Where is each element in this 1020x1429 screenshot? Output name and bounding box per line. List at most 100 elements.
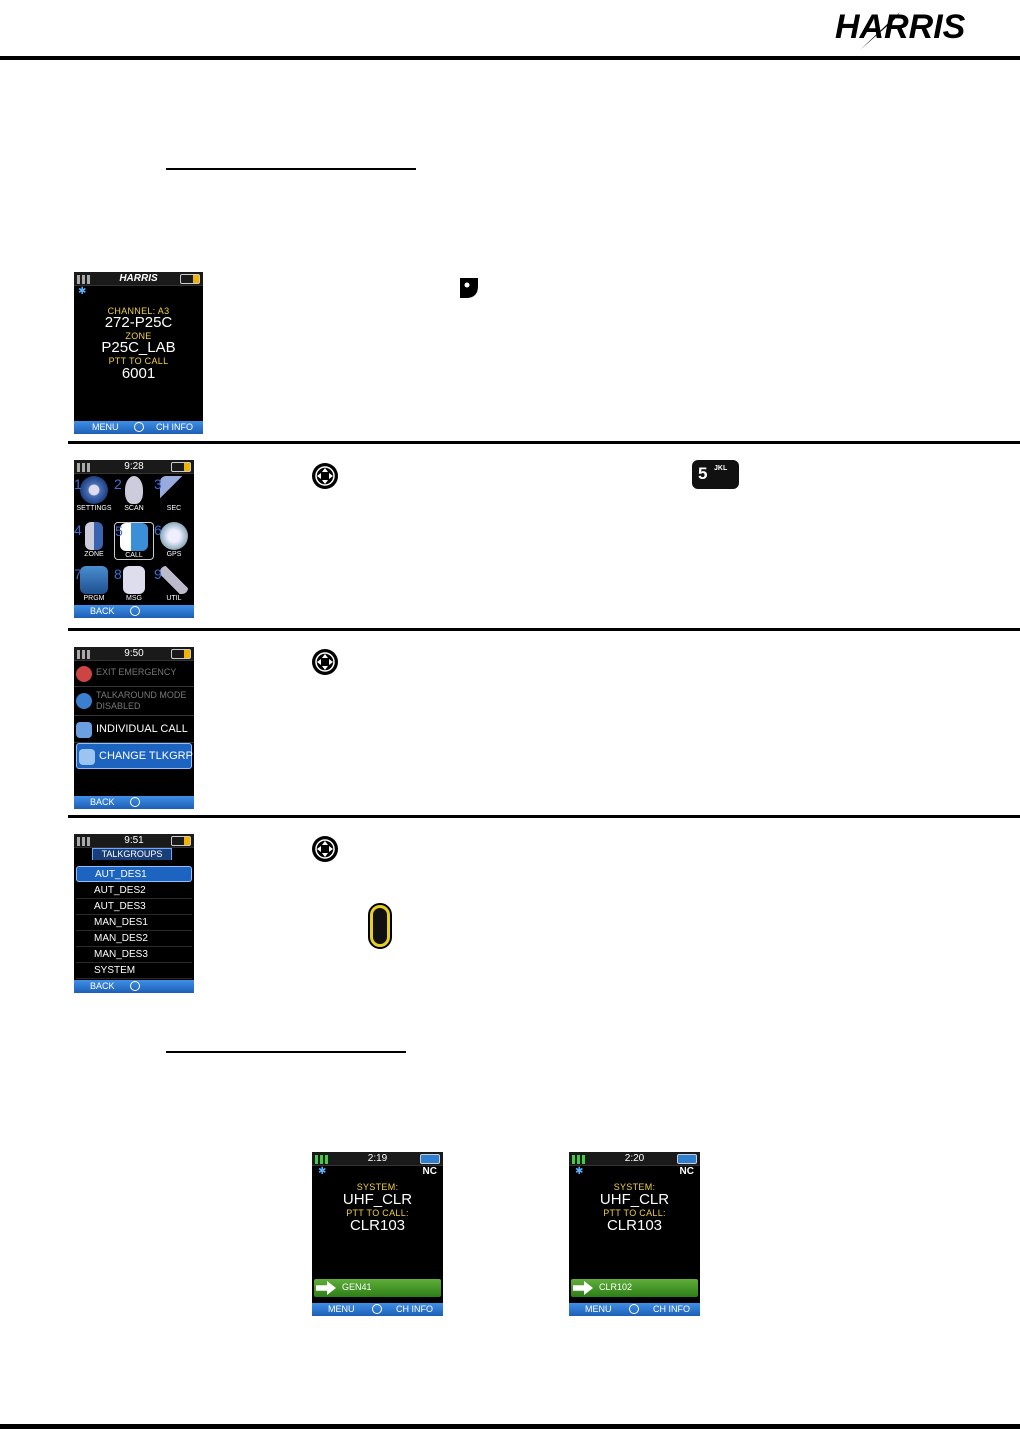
softkey-bar: BACK <box>74 796 194 809</box>
softkey-bar: MENU CH INFO <box>569 1303 700 1316</box>
channel-label: CHANNEL: A3 <box>107 306 170 316</box>
softkey-left: BACK <box>90 797 115 807</box>
talkgroup-row: AUT_DES1 <box>76 866 192 882</box>
signal-icon <box>77 650 93 659</box>
screen-logo: HARRIS <box>119 273 158 284</box>
nav-icon <box>130 797 140 807</box>
row-separator <box>68 441 1020 444</box>
softkey-bar: MENU CH INFO <box>312 1303 443 1316</box>
nav-icon <box>134 422 144 432</box>
softkey-right: CH INFO <box>156 422 193 432</box>
menu-row-talkaround: TALKAROUND MODE DISABLED <box>74 688 194 716</box>
navigation-pad-icon <box>312 836 338 862</box>
menu-item-msg: 8 MSG <box>114 566 154 602</box>
bluetooth-icon: ✱ <box>318 1166 327 1177</box>
menu-item-settings: 1 SETTINGS <box>74 476 112 512</box>
row-separator <box>68 815 1020 818</box>
softkey-bar: BACK <box>74 980 194 993</box>
signal-icon <box>315 1155 331 1164</box>
incoming-caller-bar: CLR102 <box>571 1279 698 1297</box>
battery-icon <box>171 836 191 846</box>
battery-icon <box>420 1154 440 1164</box>
call-icon <box>120 523 148 551</box>
status-bar: HARRIS <box>74 272 203 286</box>
menu-item-util: 9 UTIL <box>154 566 194 602</box>
menu-row-exit-emergency: EXIT EMERGENCY <box>74 661 194 687</box>
row-separator <box>68 628 1020 631</box>
gear-icon <box>80 476 108 504</box>
clock: 9:28 <box>124 461 144 472</box>
arrow-icon <box>316 1281 336 1295</box>
folder-icon <box>80 566 108 594</box>
message-icon <box>123 566 145 594</box>
bluetooth-icon: ✱ <box>575 1166 584 1177</box>
scan-icon <box>125 476 143 504</box>
zone-label: ZONE <box>125 331 152 341</box>
nav-icon <box>130 981 140 991</box>
system-value: UHF_CLR <box>342 1191 413 1208</box>
arrow-icon <box>573 1281 593 1295</box>
ptt-value: CLR103 <box>606 1217 663 1234</box>
softkey-right: CH INFO <box>396 1304 433 1314</box>
caller-id: CLR102 <box>599 1282 633 1292</box>
menu-item-scan: 2 SCAN <box>114 476 144 512</box>
menu-row-individual-call: INDIVIDUAL CALL <box>74 717 194 743</box>
talkaround-icon <box>76 693 92 709</box>
status-nc: NC <box>422 1166 437 1177</box>
talkgroup-row: SYSTEM <box>76 963 192 979</box>
menu-item-prgm: 7 PRGM <box>74 566 114 602</box>
ptt-value: 6001 <box>121 365 156 382</box>
softkey-right: CH INFO <box>653 1304 690 1314</box>
battery-icon <box>677 1154 697 1164</box>
clock: 2:20 <box>624 1153 645 1164</box>
ptt-label: PTT TO CALL <box>108 356 169 366</box>
softkey-left: BACK <box>90 606 115 616</box>
battery-icon <box>171 462 191 472</box>
zone-value: P25C_LAB <box>101 339 176 356</box>
softkey-bar: MENU CH INFO <box>74 421 203 434</box>
section-heading-underline <box>166 168 416 170</box>
system-label: SYSTEM: <box>613 1182 656 1192</box>
clock: 9:50 <box>124 648 144 659</box>
globe-icon <box>160 522 188 550</box>
signal-icon <box>77 463 93 472</box>
nav-icon <box>130 606 140 616</box>
emergency-icon <box>76 666 92 682</box>
zone-icon <box>85 522 103 550</box>
bluetooth-icon: ✱ <box>78 286 87 297</box>
radio-screen-talkgroups: 9:51 TALKGROUPS AUT_DES1 AUT_DES2 AUT_DE… <box>74 834 194 993</box>
menu-item-gps: 6 GPS <box>154 522 194 558</box>
ptt-label: PTT TO CALL: <box>346 1208 409 1218</box>
section-heading-underline <box>166 1051 406 1053</box>
channel-value: 272-P25C <box>104 314 173 331</box>
nav-icon <box>372 1304 382 1314</box>
battery-icon <box>171 649 191 659</box>
system-value: UHF_CLR <box>599 1191 670 1208</box>
option-button-icon <box>460 278 478 298</box>
softkey-left: BACK <box>90 981 115 991</box>
softkey-left: MENU <box>328 1304 355 1314</box>
talkgroup-row: MAN_DES1 <box>76 915 192 931</box>
person-icon <box>76 722 92 738</box>
menu-row-change-tlkgrp: CHANGE TLKGRP <box>76 743 193 769</box>
softkey-left: MENU <box>92 422 119 432</box>
battery-icon <box>180 274 200 284</box>
status-nc: NC <box>679 1166 694 1177</box>
signal-icon <box>77 837 93 846</box>
wrench-icon <box>160 566 188 594</box>
footer-rule <box>0 1424 1020 1429</box>
radio-screen-incoming-call-1: 2:19 ✱ NC SYSTEM: UHF_CLR PTT TO CALL: C… <box>312 1152 443 1316</box>
menu-item-sec: 3 SEC <box>154 476 194 512</box>
system-label: SYSTEM: <box>356 1182 399 1192</box>
talkgroup-row: AUT_DES2 <box>76 883 192 899</box>
talkgroup-row: MAN_DES3 <box>76 947 192 963</box>
radio-screen-call-menu: 9:50 EXIT EMERGENCY TALKAROUND MODE DISA… <box>74 647 194 809</box>
group-icon <box>79 749 95 765</box>
menu-item-call: 5 CALL <box>114 522 154 560</box>
softkey-bar: BACK <box>74 605 194 618</box>
menu-item-zone: 4 ZONE <box>74 522 104 558</box>
clock: 9:51 <box>124 835 144 846</box>
ptt-value: CLR103 <box>349 1217 406 1234</box>
key-icon <box>160 476 188 504</box>
navigation-pad-icon <box>312 463 338 489</box>
